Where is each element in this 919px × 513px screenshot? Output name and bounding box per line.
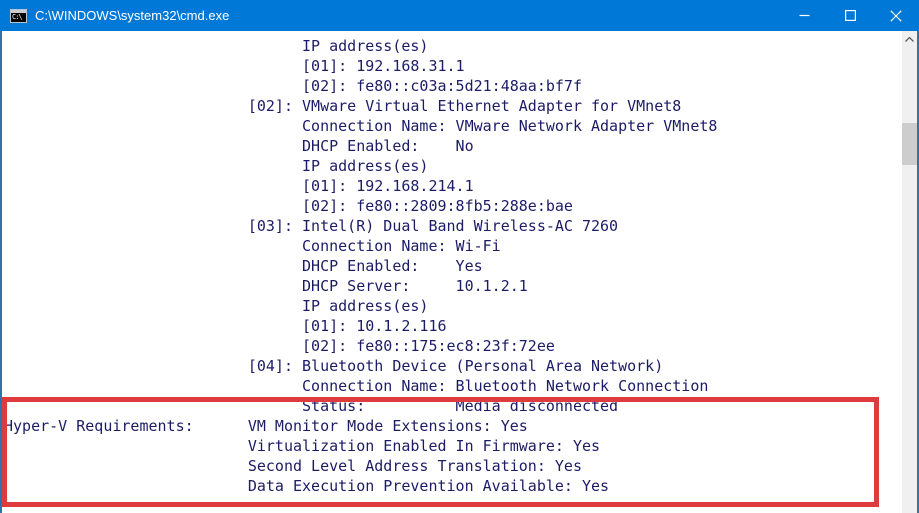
chevron-up-icon xyxy=(905,37,914,42)
cmd-icon-prompt: C:\ xyxy=(12,12,23,21)
close-button[interactable] xyxy=(873,0,919,31)
minimize-icon xyxy=(799,14,809,17)
maximize-icon xyxy=(844,10,856,21)
minimize-button[interactable] xyxy=(781,0,827,31)
console-output: IP address(es) [01]: 192.168.31.1 [02]: … xyxy=(4,37,718,495)
window-title: C:\WINDOWS\system32\cmd.exe xyxy=(35,8,230,23)
titlebar[interactable]: C:\ C:\WINDOWS\system32\cmd.exe xyxy=(0,0,919,31)
console-viewport: IP address(es) [01]: 192.168.31.1 [02]: … xyxy=(0,31,919,513)
close-icon xyxy=(890,9,902,22)
maximize-button[interactable] xyxy=(827,0,873,31)
scroll-up-button[interactable] xyxy=(902,31,917,48)
scrollbar-thumb[interactable] xyxy=(902,123,917,165)
cmd-icon[interactable]: C:\ xyxy=(10,8,27,23)
scrollbar[interactable] xyxy=(902,31,917,513)
cmd-icon-titlebar xyxy=(11,9,26,13)
